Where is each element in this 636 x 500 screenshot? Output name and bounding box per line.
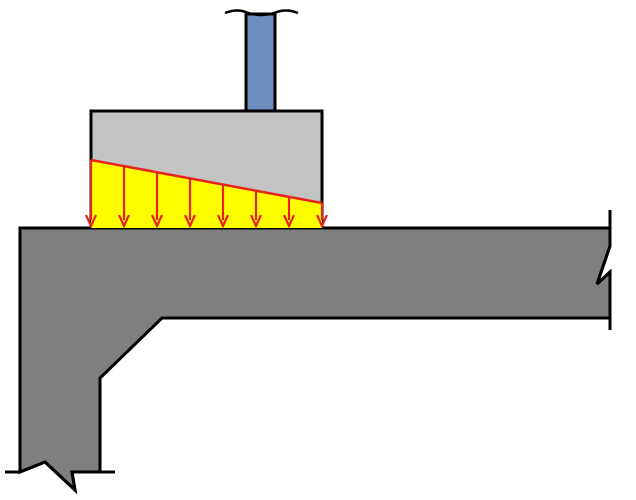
slab-break-mark: [595, 210, 612, 330]
pressure-arrow: [117, 166, 131, 229]
pressure-arrow-head: [84, 214, 98, 229]
column: [244, 12, 277, 113]
pressure-arrow: [84, 160, 98, 229]
pressure-arrow: [249, 190, 263, 229]
pressure-arrow-head: [282, 214, 296, 229]
wall-break-mark: [5, 460, 115, 495]
pressure-arrow: [150, 172, 164, 229]
pressure-arrows: [84, 160, 329, 229]
pressure-arrow-head: [249, 214, 263, 229]
concrete-frame: [18, 226, 612, 495]
pressure-arrow-head: [117, 214, 131, 229]
pressure-arrow-head: [216, 214, 230, 229]
column-break-mark: [224, 9, 299, 17]
pressure-arrow-head: [150, 214, 164, 229]
pressure-arrow: [183, 178, 197, 229]
pressure-distribution: [91, 160, 322, 228]
pressure-arrow: [282, 196, 296, 229]
pressure-arrow: [315, 203, 329, 229]
pressure-arrow-head: [315, 214, 329, 229]
pressure-arrow-head: [183, 214, 197, 229]
pressure-arrow: [216, 184, 230, 229]
pressure-line: [90, 158, 323, 205]
